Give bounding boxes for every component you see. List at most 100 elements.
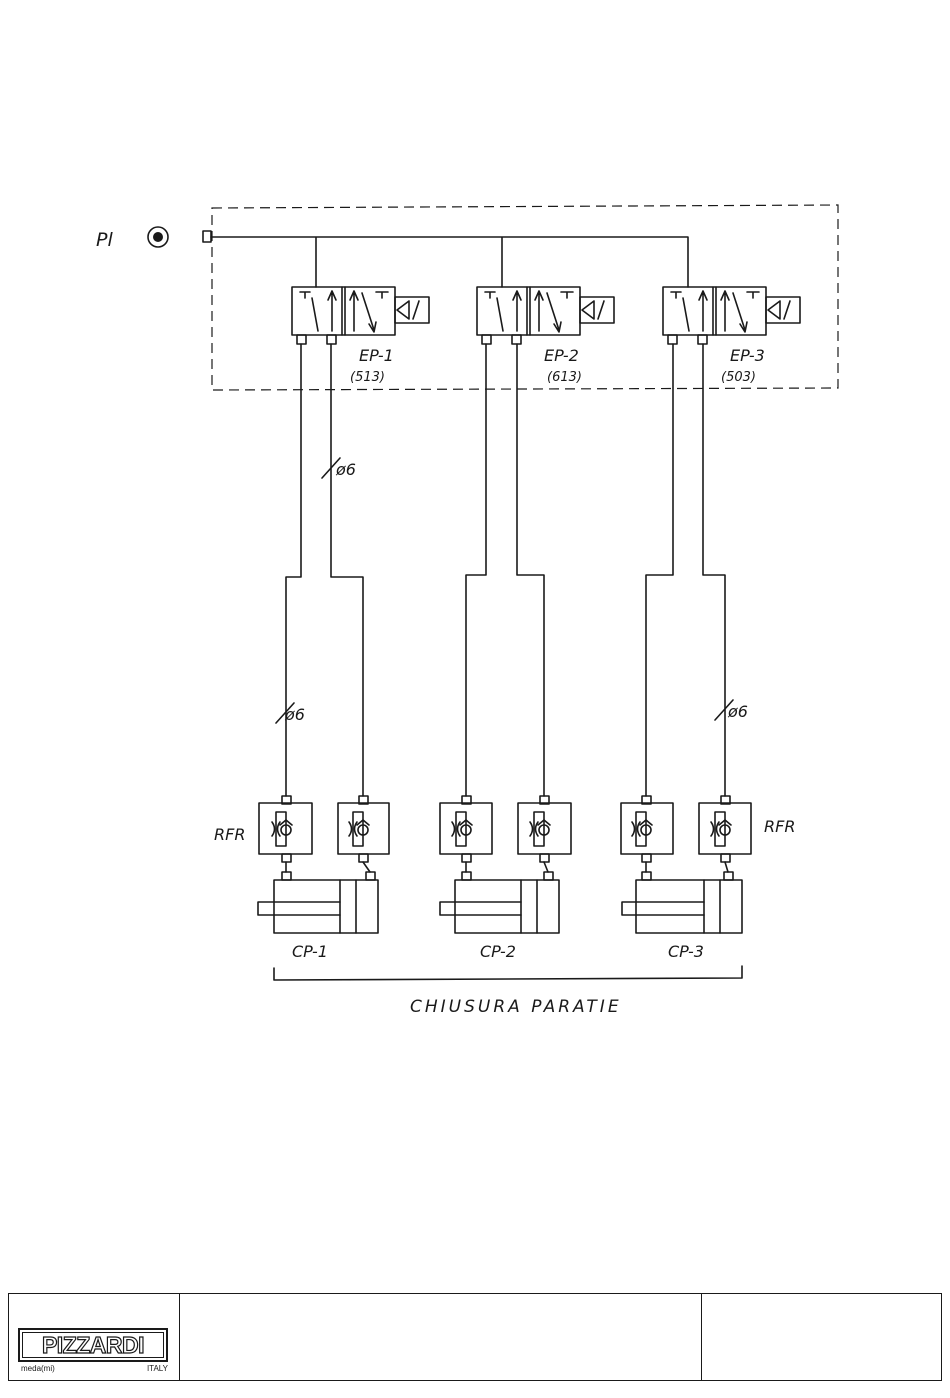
group-bracket bbox=[274, 966, 742, 980]
logo-country: ITALY bbox=[147, 1364, 168, 1373]
regulator-port-bottom bbox=[462, 854, 471, 862]
solenoid-symbol bbox=[582, 301, 604, 319]
regulator-port-bottom bbox=[721, 854, 730, 862]
valve-port-b bbox=[512, 335, 521, 344]
valve-flow-arrow bbox=[733, 293, 747, 332]
valve-port-a bbox=[482, 335, 491, 344]
valve-flow-arrow bbox=[497, 298, 503, 331]
valve-body bbox=[663, 287, 766, 335]
regulator-port-bottom bbox=[359, 854, 368, 862]
title-block-description-cell bbox=[180, 1294, 702, 1380]
cylinder-feed-line bbox=[466, 862, 548, 872]
valve-flow-arrow bbox=[699, 291, 707, 331]
cylinder-group: CP-1 CP-2 CP-3 bbox=[258, 862, 742, 961]
flow-regulator-2 bbox=[338, 796, 389, 862]
cylinder-port-rod-side bbox=[282, 872, 291, 880]
valve-exhaust-symbol bbox=[671, 292, 681, 298]
cylinder-port-rod-side bbox=[642, 872, 651, 880]
cylinder-barrel bbox=[455, 880, 559, 933]
regulator-port-bottom bbox=[540, 854, 549, 862]
logo-city: meda bbox=[21, 1364, 41, 1373]
valve-body bbox=[477, 287, 580, 335]
valve-position-divider bbox=[342, 287, 345, 335]
valve-code-ep3: (503) bbox=[721, 370, 756, 385]
supply-label: Pl bbox=[96, 229, 113, 251]
cylinder-piston bbox=[704, 880, 720, 933]
solenoid-valve-ep1: EP-1 (513) bbox=[292, 287, 429, 385]
valve-tag-ep3: EP-3 bbox=[730, 346, 765, 365]
valve-group: EP-1 (513) EP-2 (613) EP-3 (503) bbox=[292, 287, 800, 385]
valve-exhaust-symbol bbox=[485, 292, 495, 298]
pipe-line-1 bbox=[286, 344, 301, 796]
solenoid-valve-ep3: EP-3 (503) bbox=[663, 287, 800, 385]
solenoid-actuator bbox=[580, 297, 614, 323]
cylinder-rod bbox=[440, 902, 521, 915]
valve-body bbox=[292, 287, 395, 335]
supply-inlet-port bbox=[203, 231, 211, 242]
supply-header-line bbox=[211, 237, 688, 287]
valve-port-b bbox=[698, 335, 707, 344]
cylinder-port-rod-side bbox=[462, 872, 471, 880]
valve-port-a bbox=[668, 335, 677, 344]
cylinder-piston bbox=[521, 880, 537, 933]
valve-tag-ep2: EP-2 bbox=[544, 346, 579, 365]
cylinder-label-cp3: CP-3 bbox=[668, 942, 704, 961]
cylinder-feed-line bbox=[286, 862, 370, 872]
valve-code-ep2: (613) bbox=[547, 370, 582, 385]
cylinder-rod bbox=[622, 902, 704, 915]
valve-flow-arrow bbox=[328, 291, 336, 331]
solenoid-actuator bbox=[395, 297, 429, 323]
pipe-size-marker-3: ø6 bbox=[715, 700, 748, 721]
pipe-lines bbox=[286, 344, 725, 796]
valve-flow-arrow bbox=[535, 291, 543, 331]
pipe-line-3 bbox=[466, 344, 486, 796]
valve-flow-arrow bbox=[721, 291, 729, 331]
flow-regulator-group bbox=[259, 796, 751, 862]
logo-province: (mi) bbox=[41, 1364, 55, 1373]
cylinder-cp2: CP-2 bbox=[440, 862, 559, 961]
valve-exhaust-symbol bbox=[561, 292, 573, 298]
company-logo-text: PIZZARDI bbox=[42, 1334, 144, 1357]
pipe-line-6 bbox=[703, 344, 725, 796]
company-logo-subline: meda (mi) ITALY bbox=[21, 1364, 168, 1373]
cylinder-cp1: CP-1 bbox=[258, 862, 378, 961]
regulator-port-bottom bbox=[282, 854, 291, 862]
flow-regulator-6 bbox=[699, 796, 751, 862]
company-logo: PIZZARDI bbox=[18, 1328, 168, 1362]
valve-exhaust-symbol bbox=[747, 292, 759, 298]
pipe-size-label-2: ø6 bbox=[284, 705, 305, 724]
regulator-port-bottom bbox=[642, 854, 651, 862]
pipe-size-marker-2: ø6 bbox=[276, 703, 305, 724]
pipe-line-4 bbox=[517, 344, 544, 796]
cylinder-barrel bbox=[636, 880, 742, 933]
title-block-logo-cell: PIZZARDI meda (mi) ITALY bbox=[9, 1294, 180, 1380]
valve-exhaust-symbol bbox=[300, 292, 310, 298]
regulator-label-right: RFR bbox=[764, 817, 795, 836]
group-caption: CHIUSURA PARATIE bbox=[410, 997, 622, 1017]
title-block-reference-cell bbox=[702, 1294, 941, 1380]
flow-regulator-5 bbox=[621, 796, 673, 862]
cylinder-cp3: CP-3 bbox=[622, 862, 742, 961]
cylinder-port-cap-side bbox=[366, 872, 375, 880]
valve-tag-ep1: EP-1 bbox=[359, 346, 394, 365]
cylinder-label-cp1: CP-1 bbox=[292, 942, 328, 961]
pipe-size-marker-1: ø6 bbox=[322, 458, 356, 479]
valve-flow-arrow bbox=[513, 291, 521, 331]
flow-regulator-1 bbox=[259, 796, 312, 862]
flow-regulator-3 bbox=[440, 796, 492, 862]
cylinder-barrel bbox=[274, 880, 378, 933]
title-block: PIZZARDI meda (mi) ITALY bbox=[8, 1293, 942, 1381]
valve-port-b bbox=[327, 335, 336, 344]
flow-regulator-4 bbox=[518, 796, 571, 862]
valve-flow-arrow bbox=[350, 291, 358, 331]
cylinder-piston bbox=[340, 880, 356, 933]
cylinder-label-cp2: CP-2 bbox=[480, 942, 516, 961]
valve-position-divider bbox=[527, 287, 530, 335]
valve-flow-arrow bbox=[362, 293, 376, 332]
regulator-body bbox=[621, 803, 673, 854]
valve-code-ep1: (513) bbox=[350, 370, 385, 385]
solenoid-symbol bbox=[768, 301, 790, 319]
pipe-line-5 bbox=[646, 344, 673, 796]
cylinder-feed-line bbox=[646, 862, 728, 872]
